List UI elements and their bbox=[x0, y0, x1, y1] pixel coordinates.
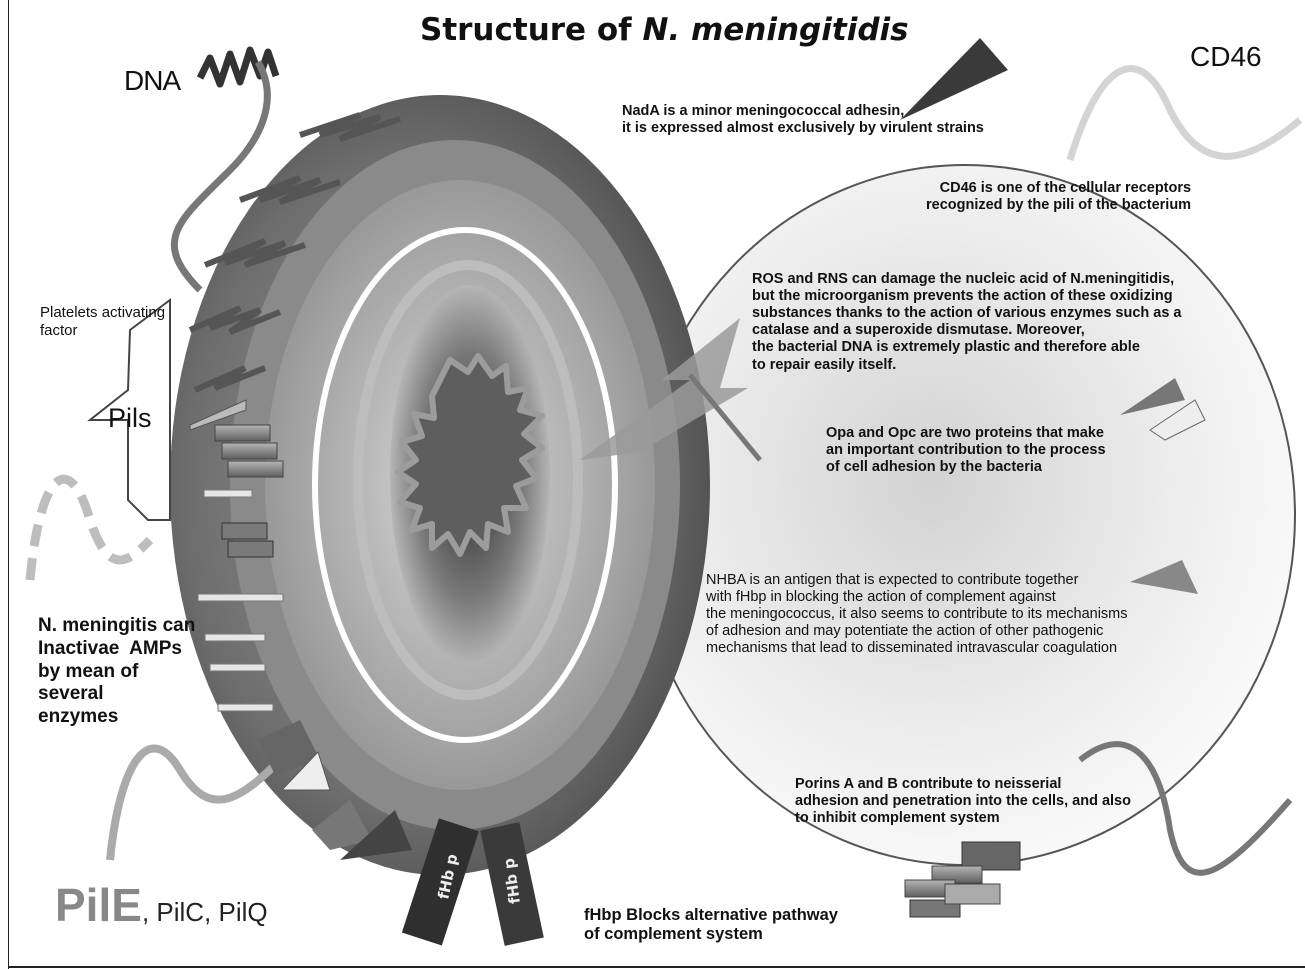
amps-line: enzymes bbox=[38, 706, 195, 729]
ros-annotation: ROS and RNS can damage the nucleic acid … bbox=[752, 271, 1182, 374]
title-organism: N. meningitidis bbox=[642, 12, 908, 48]
opa-annotation: Opa and Opc are two proteins that make a… bbox=[826, 425, 1106, 476]
amps-line: N. meningitis can bbox=[38, 615, 195, 638]
pile-label: PilE, PilC, PilQ bbox=[55, 878, 268, 932]
opa-line: of cell adhesion by the bacteria bbox=[826, 459, 1106, 476]
pile-big: PilE bbox=[55, 879, 142, 931]
pile-rest: , PilC, PilQ bbox=[142, 897, 268, 927]
nhba-annotation: NHBA is an antigen that is expected to c… bbox=[706, 572, 1128, 658]
nhba-line: NHBA is an antigen that is expected to c… bbox=[706, 572, 1128, 589]
ros-line: substances thanks to the action of vario… bbox=[752, 305, 1182, 322]
frame-left-border bbox=[8, 0, 9, 969]
porins-line: adhesion and penetration into the cells,… bbox=[795, 793, 1131, 810]
nada-annotation: NadA is a minor meningococcal adhesin, i… bbox=[622, 103, 984, 137]
dna-label: DNA bbox=[124, 64, 180, 97]
cd46-line: CD46 is one of the cellular receptors bbox=[926, 180, 1191, 197]
amps-line: by mean of bbox=[38, 661, 195, 684]
platelets-line: factor bbox=[40, 322, 165, 340]
opa-line: an important contribution to the process bbox=[826, 442, 1106, 459]
cd46-receptor-curve bbox=[1070, 69, 1300, 160]
fhbp-line: of complement system bbox=[584, 925, 838, 944]
porins-line: to inhibit complement system bbox=[795, 810, 1131, 827]
host-cell bbox=[635, 165, 1295, 865]
nhba-line: of adhesion and may potentiate the actio… bbox=[706, 623, 1128, 640]
amps-line: several bbox=[38, 683, 195, 706]
amps-line: Inactivae AMPs bbox=[38, 638, 195, 661]
frame-bottom-border bbox=[8, 966, 1305, 968]
nada-line: NadA is a minor meningococcal adhesin, bbox=[622, 103, 984, 120]
porins-line: Porins A and B contribute to neisserial bbox=[795, 776, 1131, 793]
amps-annotation: N. meningitis can Inactivae AMPs by mean… bbox=[38, 615, 195, 729]
platelets-label: Platelets activating factor bbox=[40, 304, 165, 339]
cd46-line: recognized by the pili of the bacterium bbox=[926, 197, 1191, 214]
ros-line: to repair easily itself. bbox=[752, 357, 1182, 374]
ros-line: catalase and a superoxide dismutase. Mor… bbox=[752, 322, 1182, 339]
fhbp-annotation: fHbp Blocks alternative pathway of compl… bbox=[584, 906, 838, 945]
nhba-line: mechanisms that lead to disseminated int… bbox=[706, 640, 1128, 657]
ros-line: ROS and RNS can damage the nucleic acid … bbox=[752, 271, 1182, 288]
nhba-line: with fHbp in blocking the action of comp… bbox=[706, 589, 1128, 606]
page-title: Structure of N. meningitidis bbox=[420, 12, 909, 49]
ros-line: but the microorganism prevents the actio… bbox=[752, 288, 1182, 305]
nhba-line: the meningococcus, it also seems to cont… bbox=[706, 606, 1128, 623]
porins-annotation: Porins A and B contribute to neisserial … bbox=[795, 776, 1131, 827]
cd46-label: CD46 bbox=[1190, 40, 1262, 73]
ros-line: the bacterial DNA is extremely plastic a… bbox=[752, 339, 1182, 356]
cd46-annotation: CD46 is one of the cellular receptors re… bbox=[926, 180, 1191, 214]
title-prefix: Structure of bbox=[420, 12, 642, 48]
platelets-line: Platelets activating bbox=[40, 304, 165, 322]
nada-line: it is expressed almost exclusively by vi… bbox=[622, 120, 984, 137]
fhbp-line: fHbp Blocks alternative pathway bbox=[584, 906, 838, 925]
opa-line: Opa and Opc are two proteins that make bbox=[826, 425, 1106, 442]
pils-label: Pils bbox=[108, 403, 152, 435]
